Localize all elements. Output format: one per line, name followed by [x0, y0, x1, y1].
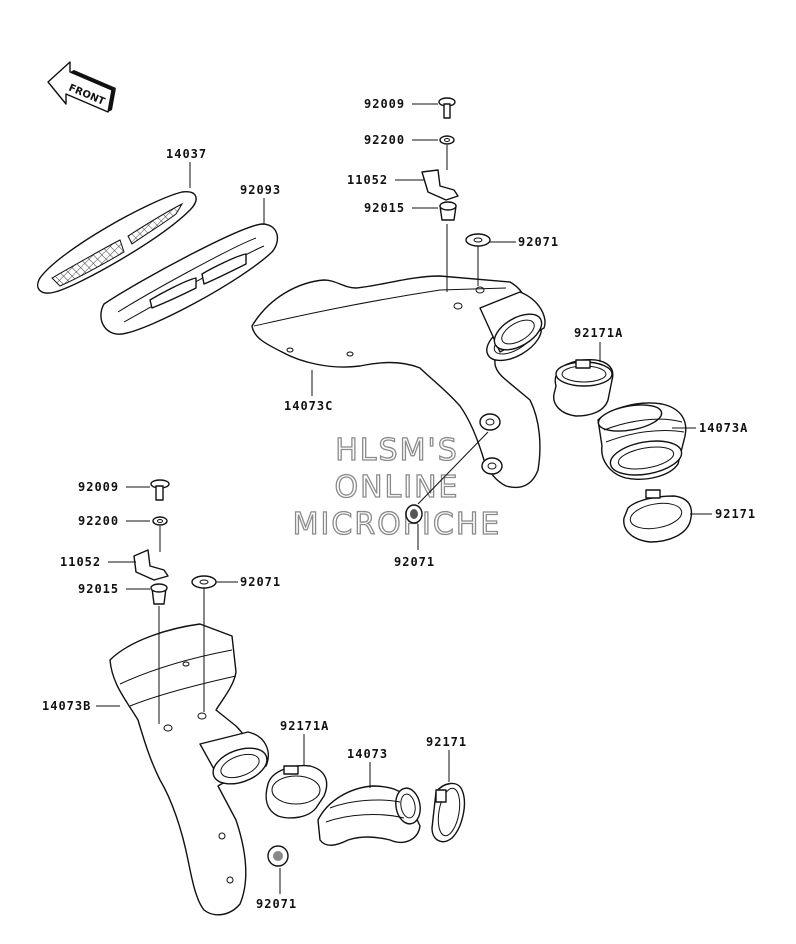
filter-mesh-part: [37, 191, 197, 294]
callout-92071-lower: 92071: [240, 575, 281, 589]
callout-92171a-lower: 92171A: [280, 719, 329, 733]
callout-14037: 14037: [166, 147, 207, 161]
callout-92009-lower: 92009: [78, 480, 119, 494]
callout-11052-lower: 11052: [60, 555, 101, 569]
lower-clamp-a-part: [265, 764, 328, 819]
watermark-line-3: MICROFICHE: [293, 507, 502, 542]
upper-clamp-part: [623, 489, 693, 543]
watermark: HLSM'S ONLINE MICROFICHE: [292, 432, 502, 542]
callout-92071-mid: 92071: [394, 555, 435, 569]
front-arrow-icon: FRONT: [47, 61, 116, 113]
upper-boot-part: [597, 402, 687, 480]
callout-92071-upper: 92071: [518, 235, 559, 249]
callout-92009-upper: 92009: [364, 97, 405, 111]
seal-part: [100, 223, 279, 335]
upper-duct-part: [251, 275, 546, 489]
lower-hardware: [133, 479, 289, 867]
upper-clamp-a-part: [553, 359, 614, 417]
callout-92200-upper: 92200: [364, 133, 405, 147]
lower-clamp-part: [431, 782, 466, 843]
watermark-line-2: ONLINE: [334, 470, 459, 505]
callout-92093: 92093: [240, 183, 281, 197]
upper-hardware: [405, 97, 491, 524]
callout-92171a-upper: 92171A: [574, 326, 623, 340]
callout-labels: 92009 92200 11052 92015 92071 14037 9209…: [42, 97, 756, 911]
callout-92015-lower: 92015: [78, 582, 119, 596]
callout-14073c: 14073C: [284, 399, 333, 413]
callout-92015-upper: 92015: [364, 201, 405, 215]
callout-14073a: 14073A: [699, 421, 748, 435]
callout-92171-lower: 92171: [426, 735, 467, 749]
elbow-duct-part: [317, 785, 421, 846]
callout-92171-upper: 92171: [715, 507, 756, 521]
callout-92200-lower: 92200: [78, 514, 119, 528]
lower-duct-part: [109, 623, 269, 916]
callout-92071-bottom: 92071: [256, 897, 297, 911]
callout-11052-upper: 11052: [347, 173, 388, 187]
callout-14073: 14073: [347, 747, 388, 761]
watermark-line-1: HLSM'S: [335, 433, 459, 468]
callout-14073b: 14073B: [42, 699, 91, 713]
leader-lines: [96, 103, 712, 894]
